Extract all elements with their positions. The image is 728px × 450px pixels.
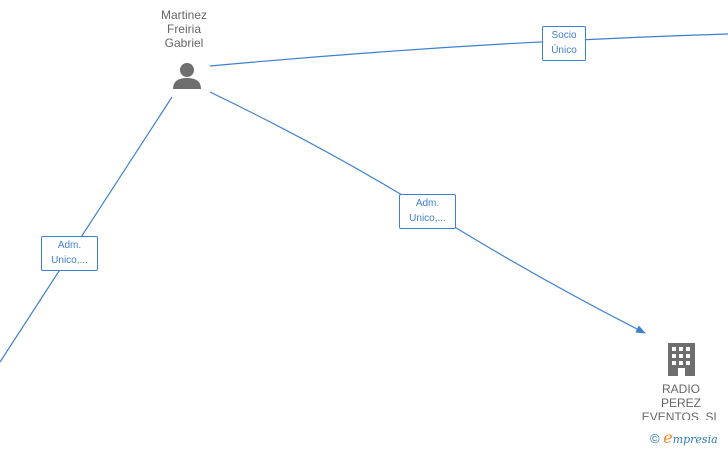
empresia-watermark: © empresia — [650, 430, 718, 448]
edge-label-line: Socio — [551, 30, 577, 41]
edge-label-line: Unico,... — [409, 213, 446, 224]
edge-label-line: Unico,... — [51, 255, 88, 266]
company-name-line: PEREZ — [660, 396, 701, 410]
person-icon[interactable] — [173, 63, 201, 89]
person-name-line: Freiria — [166, 22, 201, 36]
person-name-line: Martinez — [160, 8, 207, 22]
edge-label-line: Único — [551, 45, 577, 56]
person-name-label[interactable]: Martinez Freiria Gabriel — [144, 8, 224, 50]
building-icon[interactable] — [668, 343, 695, 376]
person-name-line: Gabriel — [164, 36, 204, 50]
brand-rest: mpresia — [672, 433, 718, 446]
edge-label-adm-left[interactable]: Adm. Unico,... — [41, 236, 98, 271]
edge-label-adm-company[interactable]: Adm. Unico,... — [399, 194, 456, 229]
edge-label-line: Adm. — [57, 240, 82, 251]
company-name-label[interactable]: RADIO PEREZ EVENTOS, SL — [636, 382, 726, 420]
edge-adm-left — [0, 96, 173, 363]
company-name-line: RADIO — [661, 382, 700, 396]
edge-label-socio-unico[interactable]: Socio Único — [542, 26, 586, 61]
edge-label-line: Adm. — [415, 198, 440, 209]
brand-e: e — [663, 428, 673, 447]
company-name-line: EVENTOS, SL — [641, 410, 721, 420]
copyright-symbol: © — [650, 431, 660, 446]
edge-socio-unico — [209, 33, 728, 67]
